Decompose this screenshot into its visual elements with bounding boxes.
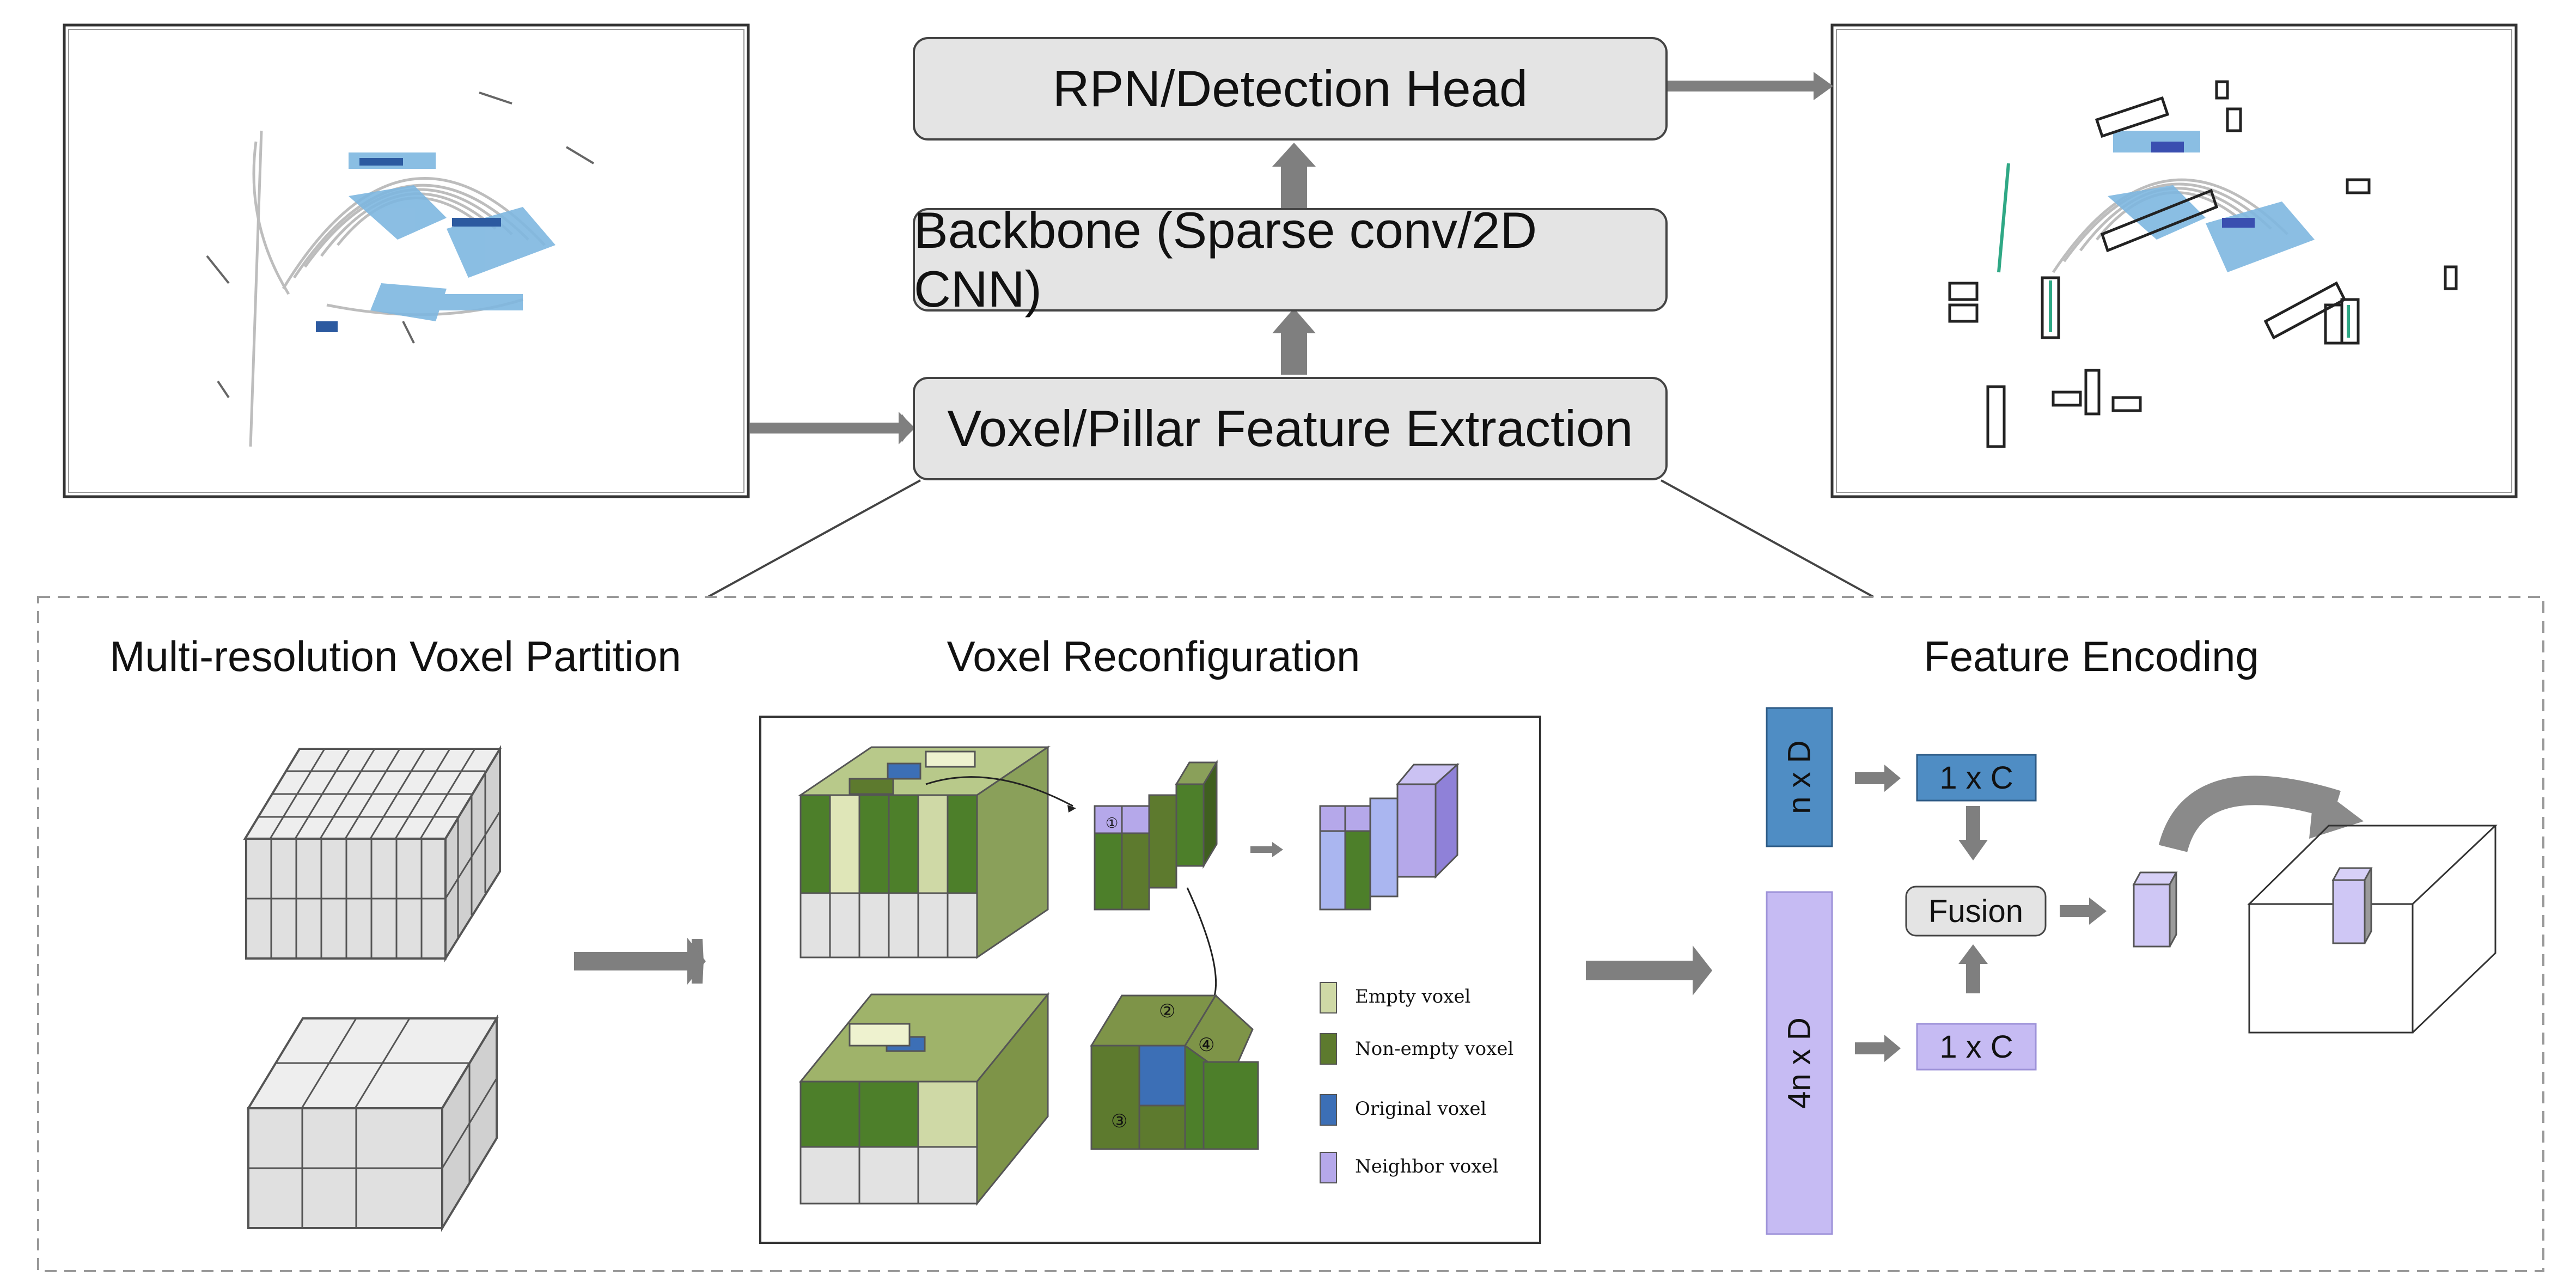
legend-empty-voxel: Empty voxel [1355,986,1471,1008]
top-input-label: n x D [1781,740,1817,814]
reconfig-marks: ① ② ③ ④ [1106,815,1214,1132]
fine-voxel-cube [243,744,502,962]
top-output-label: 1 x C [1939,760,2013,796]
bottom-input-label: 4n x D [1781,1017,1817,1109]
detection-head-box: RPN/Detection Head [1052,60,1528,117]
pipeline-boxes [913,37,1668,480]
svg-text:④: ④ [1198,1034,1214,1056]
svg-text:③: ③ [1111,1110,1127,1132]
reconfiguration-panel: ① ② ③ ④ [759,716,1541,1244]
svg-text:②: ② [1159,1000,1175,1022]
backbone-box: Backbone (Sparse conv/2D CNN) [914,202,1537,318]
partition-arrow [574,938,706,985]
reconfig-arrow [1586,945,1712,996]
output-detections [1830,23,2518,498]
legend-non-empty-voxel: Non-empty voxel [1355,1038,1514,1060]
coarse-voxel-cube [246,1014,499,1232]
detail-panel [37,596,2544,1272]
pipeline-arrows [749,72,1833,444]
fusion-box: Fusion [1928,893,2024,929]
input-point-cloud [63,23,750,498]
partition-title: Multi-resolution Voxel Partition [109,632,681,680]
legend-original-voxel: Original voxel [1355,1098,1487,1120]
zoom-lines [707,479,1874,598]
reconfiguration-title: Voxel Reconfiguration [947,632,1360,680]
feature-encoding [1766,707,2498,1235]
legend-swatches [1320,982,1337,1183]
bottom-output-label: 1 x C [1939,1029,2013,1065]
legend-neighbor-voxel: Neighbor voxel [1355,1156,1499,1177]
svg-text:①: ① [1106,815,1118,832]
encoding-title: Feature Encoding [1924,632,2259,680]
feature-extraction-box: Voxel/Pillar Feature Extraction [947,400,1633,457]
